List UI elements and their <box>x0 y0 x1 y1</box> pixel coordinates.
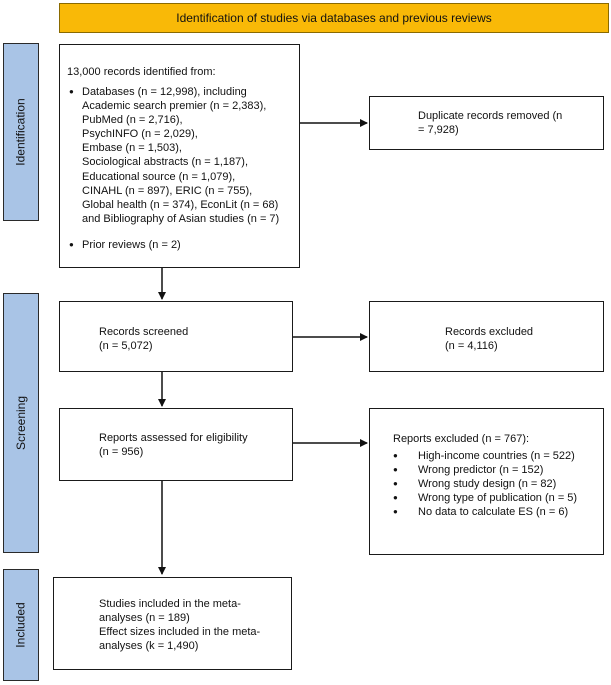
exclusion-reason: High-income countries (n = 522) <box>393 449 577 463</box>
reports-excluded-box: Reports excluded (n = 767): High-income … <box>369 408 604 555</box>
records-screened-count: (n = 5,072) <box>99 340 153 352</box>
reports-excluded-reasons: High-income countries (n = 522) Wrong pr… <box>393 449 577 520</box>
stage-screening: Screening <box>3 293 39 553</box>
records-excluded-count: (n = 4,116) <box>445 340 498 352</box>
prior-reviews-text: Prior reviews (n = 2) <box>82 238 181 251</box>
exclusion-reason: Wrong study design (n = 82) <box>393 477 577 491</box>
databases-line: Educational source (n = 1,079), <box>82 170 236 183</box>
duplicates-box: Duplicate records removed (n = 7,928) <box>369 96 604 150</box>
exclusion-reason: Wrong type of publication (n = 5) <box>393 491 577 505</box>
stage-identification: Identification <box>3 43 39 221</box>
included-box: Studies included in the meta- analyses (… <box>53 577 292 670</box>
included-line: analyses (n = 189) <box>99 612 190 624</box>
exclusion-reason: Wrong predictor (n = 152) <box>393 463 577 477</box>
duplicates-text: Duplicate records removed (n = 7,928) <box>418 110 563 137</box>
databases-line: Academic search premier (n = 2,383), <box>82 100 267 113</box>
records-screened-box: Records screened (n = 5,072) <box>59 301 293 372</box>
included-line: analyses (k = 1,490) <box>99 640 199 652</box>
databases-line: PubMed (n = 2,716), <box>82 114 183 127</box>
databases-line: PsychINFO (n = 2,029), <box>82 128 198 141</box>
databases-line: CINAHL (n = 897), ERIC (n = 755), <box>82 184 253 197</box>
databases-line: and Bibliography of Asian studies (n = 7… <box>82 212 280 225</box>
included-line: Studies included in the meta- <box>99 598 241 610</box>
included-line: Effect sizes included in the meta- <box>99 626 261 638</box>
identification-box: 13,000 records identified from: Database… <box>59 44 300 268</box>
identification-sources-list: Databases (n = 12,998), including Academ… <box>66 85 279 252</box>
flow-header: Identification of studies via databases … <box>59 3 609 33</box>
databases-line: Sociological abstracts (n = 1,187), <box>82 156 249 169</box>
records-screened-label: Records screened <box>99 326 189 338</box>
flow-header-text: Identification of studies via databases … <box>176 11 492 25</box>
databases-line: Embase (n = 1,503), <box>82 142 182 155</box>
reports-excluded-title: Reports excluded (n = 767): <box>393 433 530 445</box>
identification-title: 13,000 records identified from: <box>67 66 216 78</box>
records-excluded-box: Records excluded (n = 4,116) <box>369 301 604 372</box>
eligibility-label: Reports assessed for eligibility <box>99 432 248 444</box>
eligibility-count: (n = 956) <box>99 446 144 458</box>
prior-reviews-item: Prior reviews (n = 2) <box>66 238 279 252</box>
databases-line: Global health (n = 374), EconLit (n = 68… <box>82 198 279 211</box>
exclusion-reason: No data to calculate ES (n = 6) <box>393 505 577 519</box>
databases-item: Databases (n = 12,998), including Academ… <box>66 85 279 226</box>
stage-included: Included <box>3 569 39 681</box>
records-excluded-label: Records excluded <box>445 326 534 338</box>
eligibility-box: Reports assessed for eligibility (n = 95… <box>59 408 293 481</box>
databases-line: Databases (n = 12,998), including <box>82 86 247 98</box>
